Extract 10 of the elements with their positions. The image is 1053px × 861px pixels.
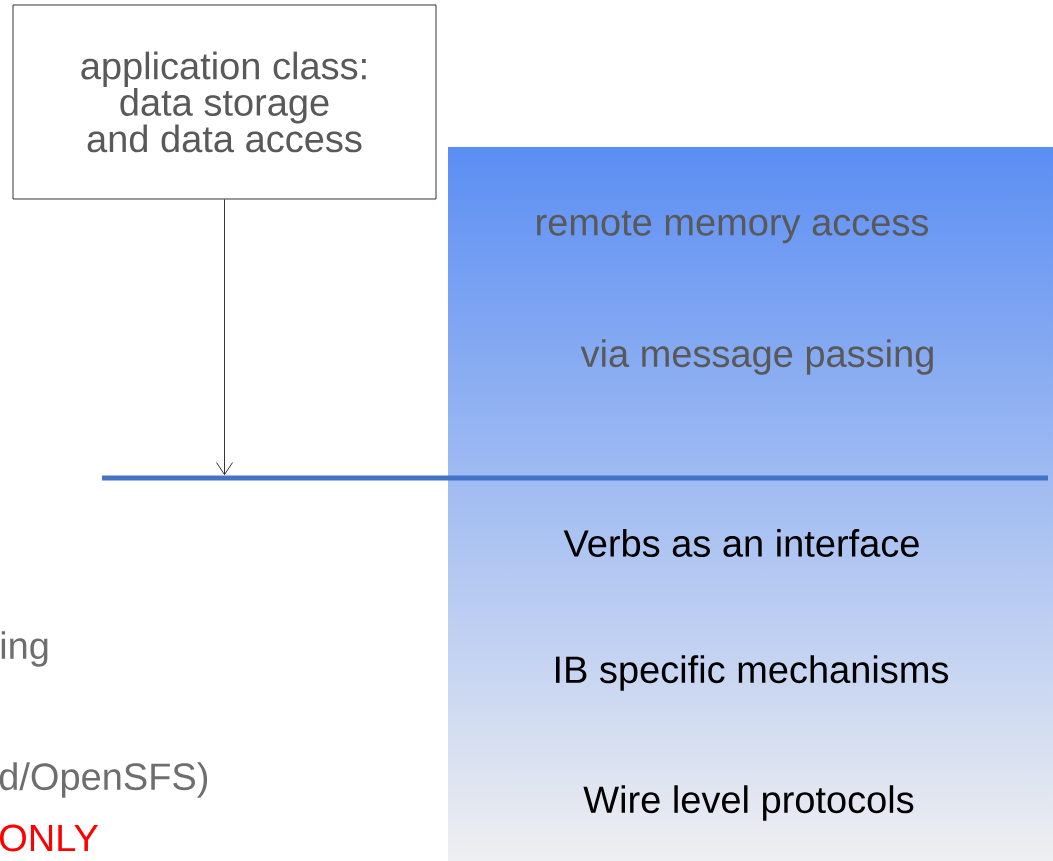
- cut-off-text: d/OpenSFS): [0, 762, 208, 798]
- panel-text: Verbs as an interface: [563, 529, 919, 557]
- arrow: [216, 199, 233, 475]
- panel-text: IB specific mechanisms: [556, 655, 949, 691]
- panel-text: via message passing: [580, 339, 933, 375]
- cut-off-text: ing: [1, 631, 48, 667]
- panel-text: remote memory access: [537, 210, 928, 244]
- panel-text: Wire level protocols: [583, 785, 914, 821]
- cut-off-text: ONLY: [0, 824, 99, 852]
- text-box: application class: data storage and data access: [12, 4, 437, 200]
